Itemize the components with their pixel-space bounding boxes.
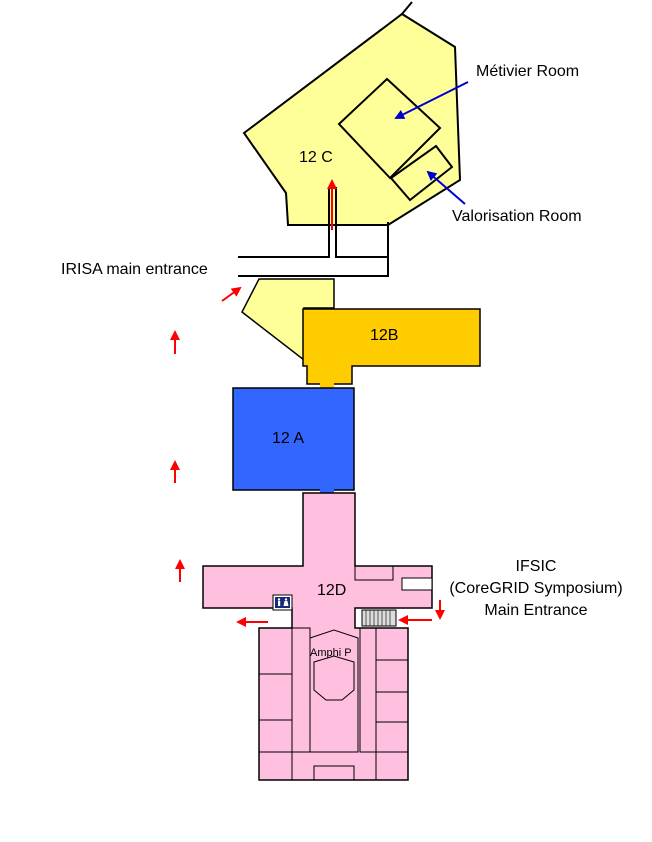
irisa-main-entrance-label: IRISA main entrance — [61, 261, 208, 278]
link-12b-12a — [320, 382, 334, 390]
ifsic-label-line1: IFSIC — [515, 558, 557, 575]
link-12a-12d — [320, 488, 334, 496]
valorisation-pointer-arrow — [426, 170, 466, 205]
building-12b-label: 12B — [370, 327, 399, 344]
building-12b — [302, 308, 481, 385]
building-12a-label: 12 A — [272, 430, 305, 447]
building-12d-label: 12D — [317, 582, 347, 599]
direction-arrows — [170, 179, 445, 627]
valorisation-room-shape — [389, 144, 454, 202]
metivier-room-label: Métivier Room — [476, 63, 580, 80]
valorisation-room-label: Valorisation Room — [452, 208, 582, 225]
building-12c — [238, 1, 462, 277]
link-12c-12b — [241, 278, 335, 362]
building-12c-label: 12 C — [299, 149, 333, 166]
metivier-pointer-arrow — [394, 81, 469, 119]
amphi-p-label: Amphi P — [310, 647, 352, 659]
direction-arrow-entrance — [221, 286, 242, 302]
building-12d — [202, 492, 433, 781]
ifsic-label-line3: Main Entrance — [484, 602, 588, 619]
metivier-room-shape — [337, 77, 442, 180]
ifsic-label-line2: (CoreGRID Symposium) — [449, 580, 623, 597]
restroom-icon — [272, 594, 293, 611]
building-12a — [232, 387, 355, 491]
